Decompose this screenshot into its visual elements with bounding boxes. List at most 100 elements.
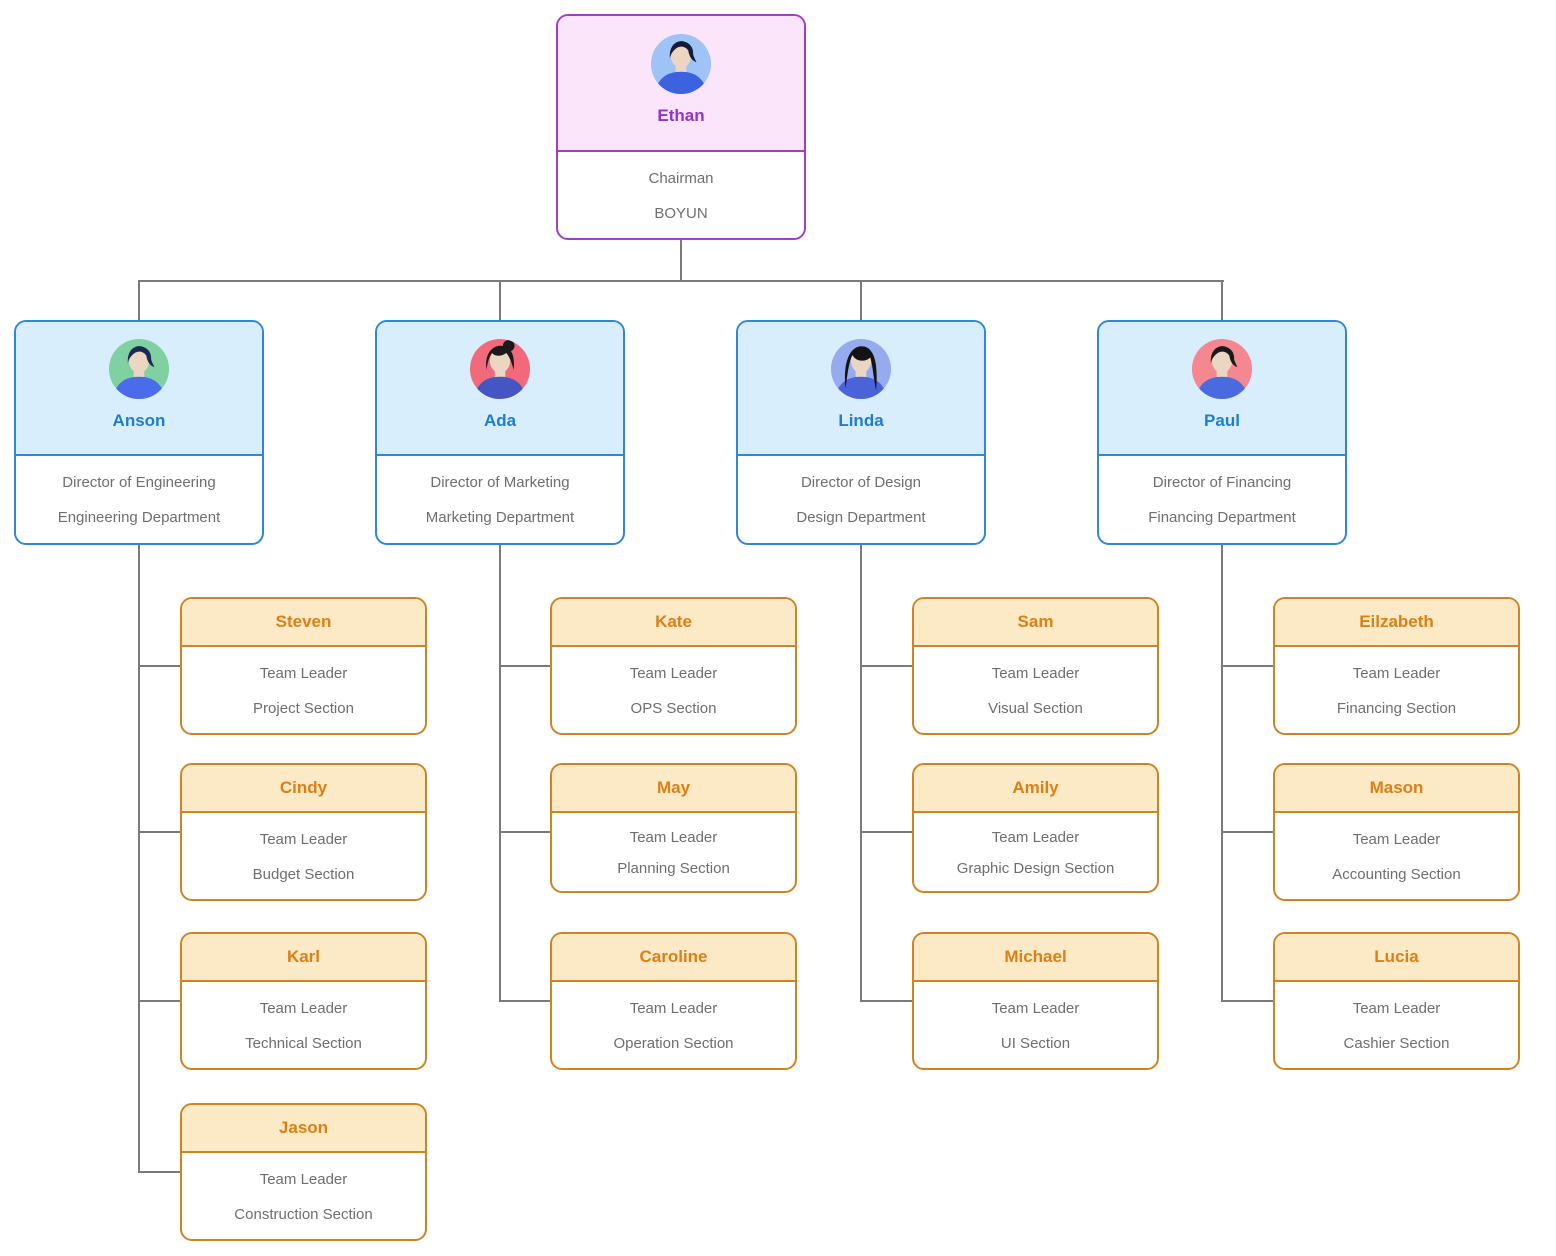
node-header: Ethan: [558, 16, 804, 152]
org-node-ada[interactable]: Ada Director of Marketing Marketing Depa…: [375, 320, 625, 545]
org-node-sam[interactable]: Sam Team Leader Visual Section: [912, 597, 1159, 735]
node-unit: Accounting Section: [1332, 865, 1461, 883]
org-node-jason[interactable]: Jason Team Leader Construction Section: [180, 1103, 427, 1241]
node-unit: Graphic Design Section: [956, 860, 1115, 878]
org-node-eilzabeth[interactable]: Eilzabeth Team Leader Financing Section: [1273, 597, 1520, 735]
node-role: Team Leader: [259, 1171, 348, 1189]
node-body: Director of Engineering Engineering Depa…: [16, 456, 262, 543]
connector-line: [138, 280, 140, 320]
node-unit: Construction Section: [234, 1205, 373, 1223]
org-node-karl[interactable]: Karl Team Leader Technical Section: [180, 932, 427, 1070]
node-header: Eilzabeth: [1275, 599, 1518, 647]
org-node-michael[interactable]: Michael Team Leader UI Section: [912, 932, 1159, 1070]
connector-line: [499, 665, 552, 667]
node-header: Kate: [552, 599, 795, 647]
org-node-anson[interactable]: Anson Director of Engineering Engineerin…: [14, 320, 264, 545]
node-unit: Financing Section: [1336, 699, 1457, 717]
node-unit: Marketing Department: [425, 508, 575, 526]
node-unit: Engineering Department: [57, 508, 221, 526]
node-header: Jason: [182, 1105, 425, 1153]
node-body: Director of Marketing Marketing Departme…: [377, 456, 623, 543]
connector-line: [138, 280, 1224, 282]
node-body: Team Leader Visual Section: [914, 647, 1157, 733]
node-body: Director of Design Design Department: [738, 456, 984, 543]
connector-line: [860, 665, 914, 667]
org-node-kate[interactable]: Kate Team Leader OPS Section: [550, 597, 797, 735]
node-role: Team Leader: [991, 828, 1080, 846]
org-node-linda[interactable]: Linda Director of Design Design Departme…: [736, 320, 986, 545]
node-name: May: [656, 778, 691, 797]
connector-line: [1221, 665, 1275, 667]
node-header: Caroline: [552, 934, 795, 982]
node-name: Ethan: [657, 106, 705, 125]
org-node-caroline[interactable]: Caroline Team Leader Operation Section: [550, 932, 797, 1070]
avatar-female-bun-icon: [469, 338, 531, 400]
node-role: Team Leader: [991, 1000, 1080, 1018]
node-body: Team Leader Operation Section: [552, 982, 795, 1068]
node-unit: Cashier Section: [1343, 1034, 1450, 1052]
node-header: Amily: [914, 765, 1157, 813]
node-header: Cindy: [182, 765, 425, 813]
node-role: Director of Engineering: [62, 474, 216, 492]
node-name: Mason: [1369, 778, 1424, 797]
node-role: Director of Design: [800, 474, 922, 492]
node-header: Paul: [1099, 322, 1345, 456]
node-name: Ada: [483, 411, 517, 430]
node-header: Steven: [182, 599, 425, 647]
org-node-mason[interactable]: Mason Team Leader Accounting Section: [1273, 763, 1520, 901]
connector-line: [499, 831, 552, 833]
node-body: Team Leader Budget Section: [182, 813, 425, 899]
node-role: Team Leader: [259, 831, 348, 849]
org-node-amily[interactable]: Amily Team Leader Graphic Design Section: [912, 763, 1159, 893]
node-name: Anson: [112, 411, 166, 430]
node-body: Team Leader Planning Section: [552, 813, 795, 891]
org-node-cindy[interactable]: Cindy Team Leader Budget Section: [180, 763, 427, 901]
connector-line: [1221, 1000, 1275, 1002]
node-role: Team Leader: [1352, 1000, 1441, 1018]
node-role: Team Leader: [991, 665, 1080, 683]
node-name: Lucia: [1374, 947, 1419, 966]
connector-line: [499, 545, 501, 1002]
node-role: Director of Marketing: [430, 474, 570, 492]
connector-line: [1221, 280, 1223, 320]
node-name: Eilzabeth: [1359, 612, 1434, 631]
node-unit: Financing Department: [1148, 508, 1296, 526]
connector-line: [499, 1000, 552, 1002]
node-body: Team Leader Project Section: [182, 647, 425, 733]
node-body: Team Leader OPS Section: [552, 647, 795, 733]
node-role: Team Leader: [629, 1000, 718, 1018]
node-unit: OPS Section: [630, 699, 717, 717]
node-role: Team Leader: [259, 665, 348, 683]
connector-line: [860, 831, 914, 833]
avatar-male-icon: [1191, 338, 1253, 400]
node-header: Linda: [738, 322, 984, 456]
connector-line: [138, 545, 140, 1173]
node-header: Karl: [182, 934, 425, 982]
node-unit: Technical Section: [245, 1034, 362, 1052]
node-name: Steven: [275, 612, 332, 631]
connector-line: [499, 280, 501, 320]
connector-line: [138, 1171, 182, 1173]
connector-line: [1221, 831, 1275, 833]
node-name: Paul: [1204, 411, 1240, 430]
node-unit: BOYUN: [654, 204, 708, 222]
node-header: Anson: [16, 322, 262, 456]
node-role: Chairman: [648, 170, 714, 188]
node-body: Team Leader Graphic Design Section: [914, 813, 1157, 891]
node-header: Sam: [914, 599, 1157, 647]
connector-line: [138, 665, 182, 667]
connector-line: [1221, 545, 1223, 1002]
connector-line: [138, 831, 182, 833]
node-unit: Budget Section: [252, 865, 355, 883]
node-header: Michael: [914, 934, 1157, 982]
org-node-steven[interactable]: Steven Team Leader Project Section: [180, 597, 427, 735]
node-body: Team Leader Construction Section: [182, 1153, 425, 1239]
node-body: Team Leader Cashier Section: [1275, 982, 1518, 1068]
org-node-ethan[interactable]: Ethan Chairman BOYUN: [556, 14, 806, 240]
node-name: Amily: [1012, 778, 1059, 797]
org-node-lucia[interactable]: Lucia Team Leader Cashier Section: [1273, 932, 1520, 1070]
org-node-may[interactable]: May Team Leader Planning Section: [550, 763, 797, 893]
node-role: Team Leader: [629, 828, 718, 846]
org-node-paul[interactable]: Paul Director of Financing Financing Dep…: [1097, 320, 1347, 545]
